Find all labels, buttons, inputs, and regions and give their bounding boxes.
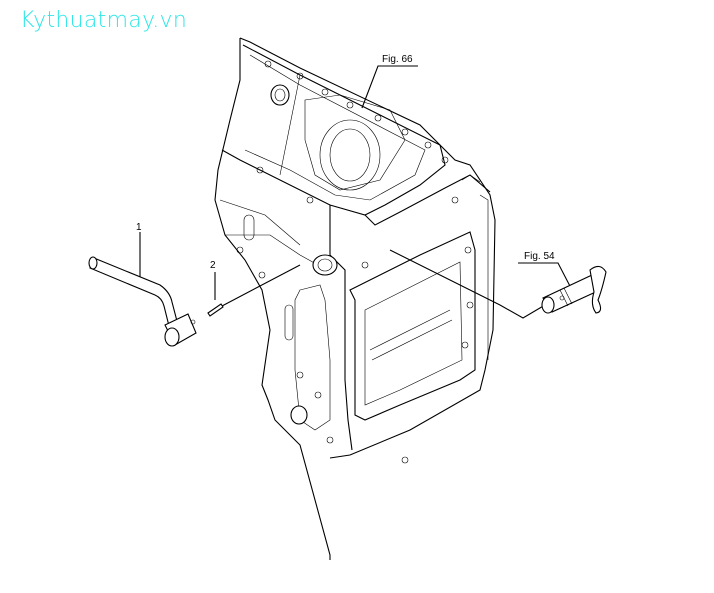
fig54-label: Fig. 54 <box>524 251 555 262</box>
callout-fig66: Fig. 66 <box>361 54 418 109</box>
part-2-label: 2 <box>210 260 216 271</box>
fig66-label: Fig. 66 <box>382 54 413 65</box>
part-1-label: 1 <box>136 222 142 233</box>
pin-shaft-part <box>541 265 607 314</box>
callout-fig54: Fig. 54 <box>389 249 607 319</box>
part-1-pipe: 1 <box>88 222 197 347</box>
part-2-pin: 2 <box>207 260 301 317</box>
transmission-housing <box>214 37 496 560</box>
watermark: Kythuatmay.vn <box>20 8 188 33</box>
